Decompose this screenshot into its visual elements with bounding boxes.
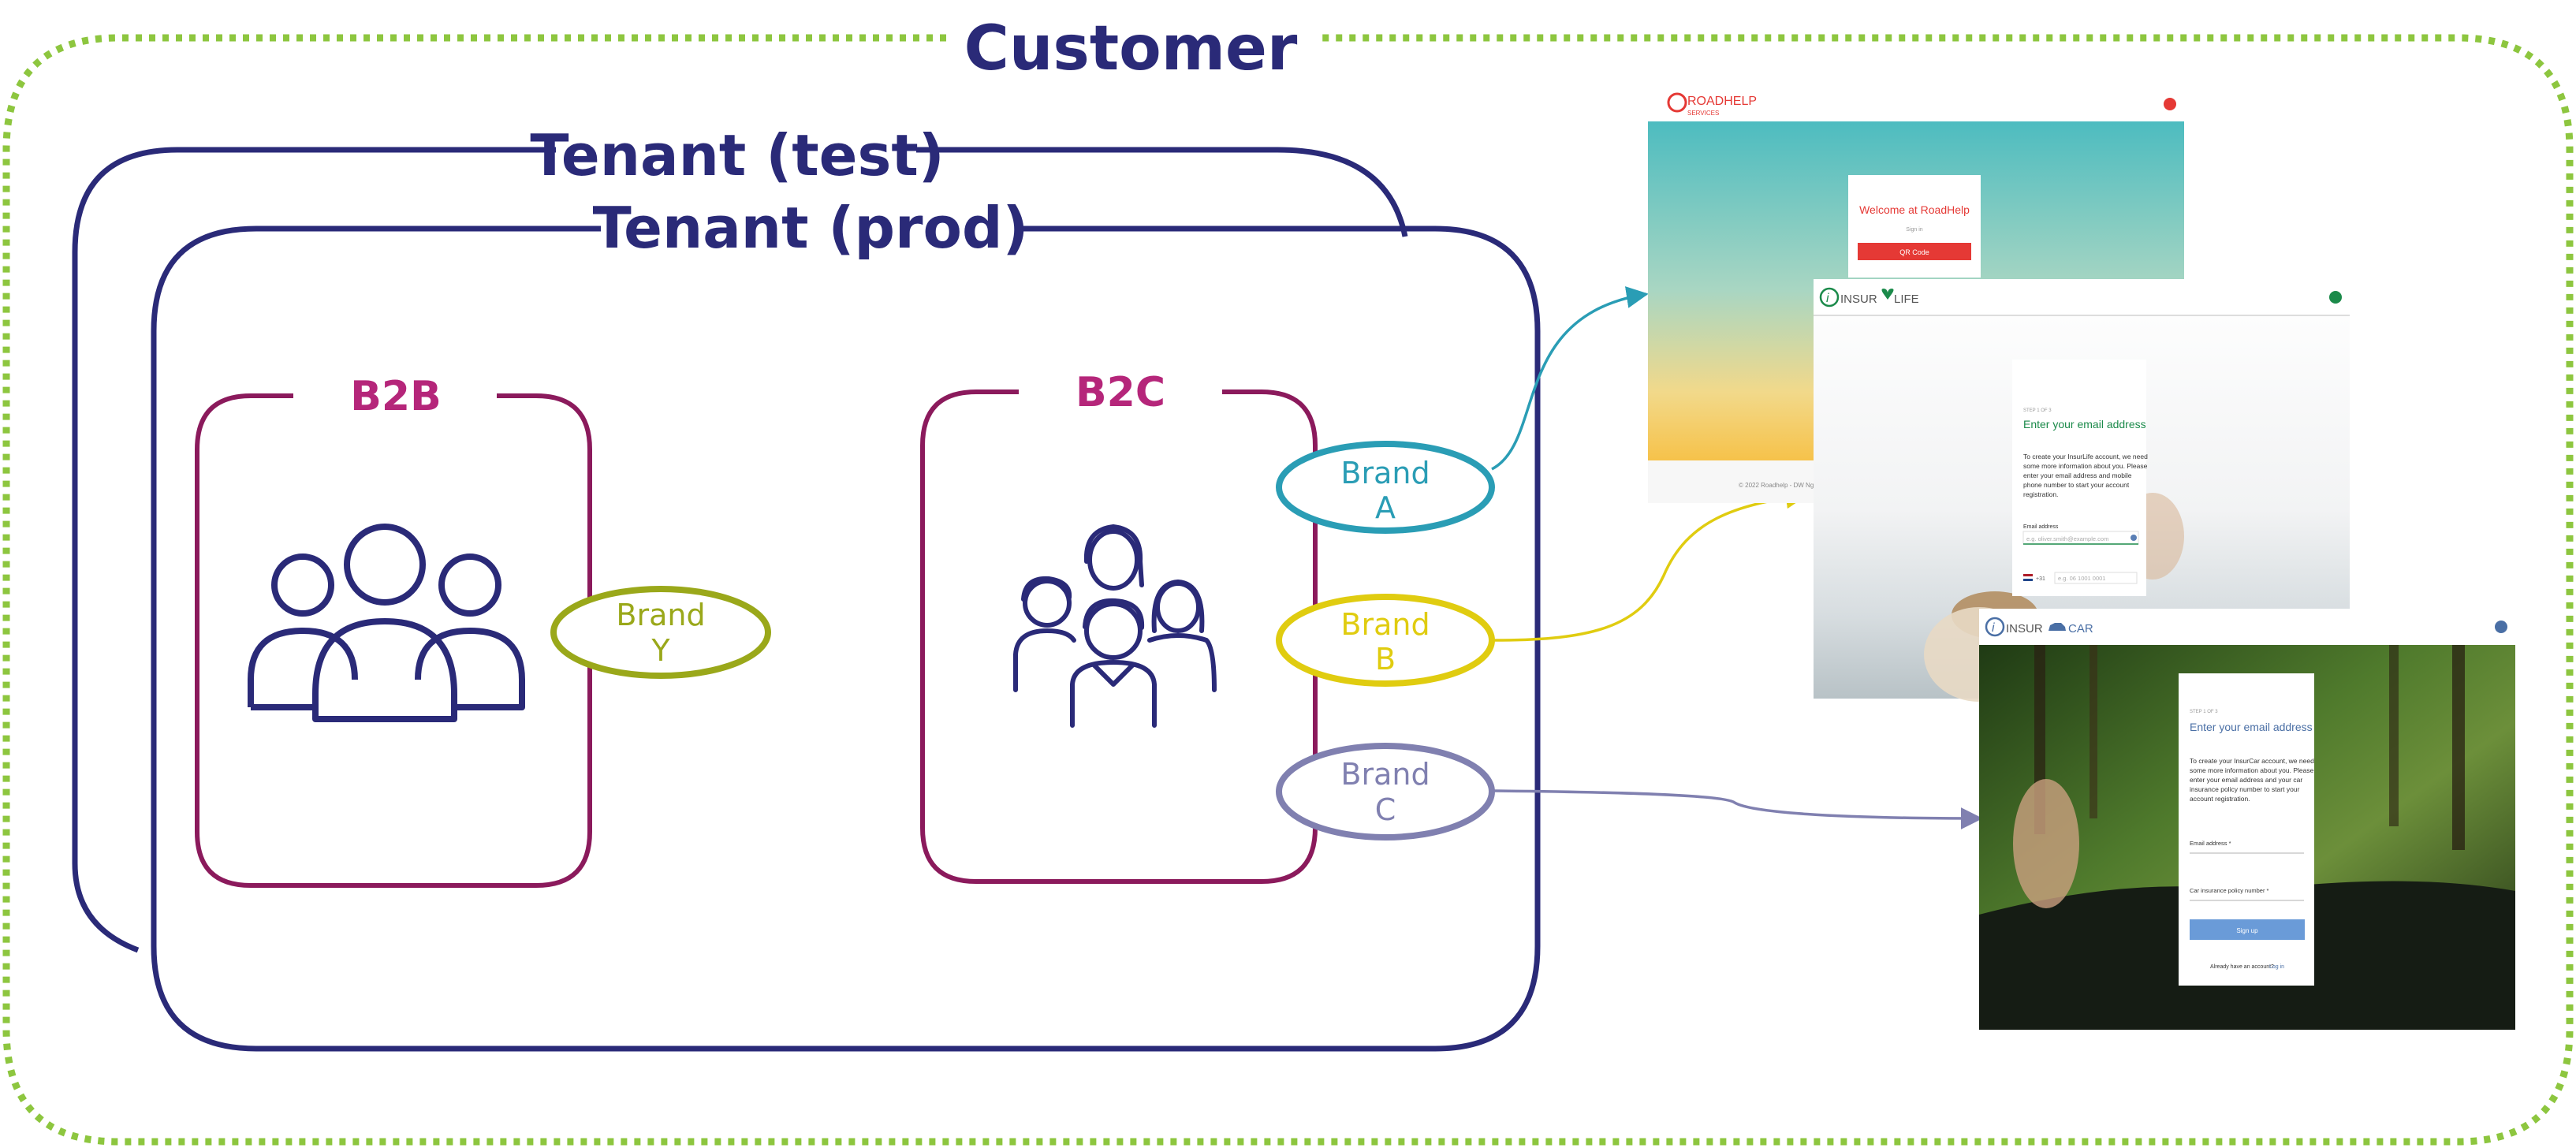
brand-a-ellipse	[1276, 441, 1495, 534]
insurlife-desc-line: To create your InsurLife account, we nee…	[2023, 453, 2148, 460]
arrow-brand-c	[1493, 789, 1983, 829]
insurlife-desc-line: enter your email address and mobile	[2023, 472, 2132, 479]
insurlife-desc-line: some more information about you. Please	[2023, 462, 2148, 470]
brand-b-line2: B	[1375, 642, 1396, 676]
insurcar-logo-left: INSUR	[2006, 622, 2043, 636]
insurcar-desc-line: some more information about you. Please	[2190, 766, 2314, 774]
roadhelp-qr-button[interactable]	[1858, 243, 1971, 260]
insurcar-logo-right: CAR	[2068, 622, 2093, 636]
insurcar-desc-line: To create your InsurCar account, we need	[2190, 757, 2314, 765]
insurcar-signup-button[interactable]	[2190, 919, 2305, 940]
insurlife-logo: i INSUR LIFE	[1819, 287, 1919, 308]
roadhelp-logo-text: ROADHELP	[1687, 95, 1757, 108]
insurlife-step: STEP 1 OF 3	[2023, 408, 2052, 413]
roadhelp-card-title: Welcome at RoadHelp	[1859, 203, 1970, 216]
insurcar-heading: Enter your email address	[2190, 721, 2313, 733]
insurlife-form-card	[2012, 360, 2146, 596]
brand-b-ellipse	[1276, 594, 1495, 687]
svg-text:i: i	[1992, 621, 1995, 635]
roadhelp-logo: ROADHELP SERVICES	[1667, 92, 1757, 117]
roadhelp-avatar-icon	[2164, 98, 2176, 110]
car-icon	[2048, 623, 2066, 631]
arrow-brand-b	[1493, 486, 1808, 642]
insurlife-desc-line: registration.	[2023, 490, 2058, 498]
tenant-prod-title: Tenant (prod)	[593, 195, 1029, 261]
roadhelp-qr-label: QR Code	[1899, 248, 1929, 256]
brand-y-ellipse	[550, 586, 771, 679]
brand-c-ellipse	[1276, 743, 1495, 840]
brand-b-line1: Brand	[1340, 607, 1430, 642]
insurcar-desc-line: insurance policy number to start your	[2190, 785, 2300, 793]
insurcar-desc-line: account registration.	[2190, 795, 2250, 803]
insurcar-email-label: Email address *	[2190, 840, 2231, 847]
tenant-test-title: Tenant (test)	[530, 122, 944, 188]
brand-c-line1: Brand	[1340, 757, 1430, 792]
brand-y-line2: Y	[651, 633, 670, 668]
roadhelp-login-card	[1848, 175, 1981, 278]
insurcar-login-prompt: Already have an account?	[2210, 964, 2274, 970]
insurlife-email-placeholder: e.g. oliver.smith@example.com	[2026, 535, 2108, 542]
insurcar-step: STEP 1 OF 3	[2190, 710, 2218, 714]
insurlife-email-label: Email address	[2023, 524, 2059, 530]
brand-a-line1: Brand	[1340, 456, 1430, 490]
insurlife-logo-left: INSUR	[1840, 293, 1877, 306]
insurlife-heading: Enter your email address	[2023, 418, 2146, 430]
brand-y-line1: Brand	[616, 598, 705, 632]
b2b-title: B2B	[350, 373, 441, 420]
tenant-prod-box	[151, 226, 1541, 1052]
roadhelp-footer: © 2022 Roadhelp - DW Ngaima	[1739, 482, 1828, 489]
insurcar-signup-label: Sign up	[2236, 927, 2258, 934]
roadhelp-logo-sub: SERVICES	[1687, 110, 1719, 117]
roadhelp-card-sub: Sign in	[1906, 227, 1923, 233]
insurcar-desc-line: enter your email address and your car	[2190, 776, 2302, 784]
insurlife-phone-input[interactable]	[2054, 572, 2138, 584]
insurlife-logo-right: LIFE	[1894, 293, 1919, 306]
insurcar-description: To create your InsurCar account, we need…	[2190, 757, 2314, 803]
brand-a-line2: A	[1375, 490, 1396, 525]
customer-title: Customer	[964, 13, 1298, 84]
insurcar-login-link[interactable]: Log in	[2269, 964, 2284, 970]
insurcar-avatar-icon	[2495, 621, 2507, 633]
insurlife-desc-line: phone number to start your account	[2023, 481, 2130, 489]
insurcar-screenshot: i INSUR CAR STEP 1 OF 3 Enter your email…	[1979, 609, 2515, 1030]
business-group-icon	[248, 524, 525, 722]
svg-text:i: i	[1826, 292, 1829, 305]
b2c-title: B2C	[1076, 369, 1165, 416]
tenant-test-box	[72, 147, 1408, 953]
insurlife-phone-placeholder: e.g. 06 1001 0001	[2058, 575, 2105, 582]
insurlife-avatar-icon	[2329, 291, 2342, 304]
insurcar-logo: i INSUR CAR	[1985, 617, 2093, 637]
arrow-brand-a	[1491, 286, 1649, 471]
insurlife-phone-code: +31	[2036, 576, 2045, 582]
insurlife-description: To create your InsurLife account, we nee…	[2023, 453, 2148, 498]
b2b-box	[195, 393, 592, 888]
brand-c-line2: C	[1375, 792, 1396, 827]
b2c-box	[920, 390, 1318, 884]
info-icon	[2131, 535, 2137, 541]
consumer-group-icon	[1013, 524, 1217, 728]
heart-icon	[1881, 289, 1894, 300]
insurcar-policy-label: Car insurance policy number *	[2190, 887, 2269, 894]
